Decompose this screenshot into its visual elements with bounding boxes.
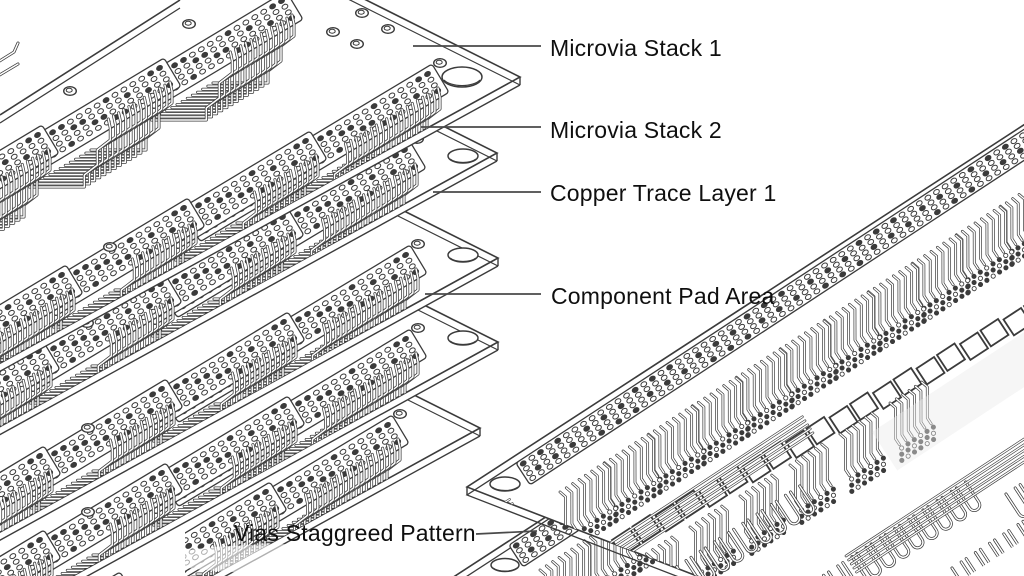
pcb-board-left [0,0,522,443]
washes [160,294,1024,574]
pcb-board-right-front [465,123,1024,576]
label-microvia-stack-1: Microvia Stack 1 [550,35,722,61]
label-vias-staggered-pattern: Vias Staggreed Pattern [234,520,476,546]
leader-vias-staggered-pattern [475,530,538,535]
label-component-pad-area: Component Pad Area [551,283,775,309]
label-microvia-stack-2: Microvia Stack 2 [550,117,722,143]
leader-lines [413,45,541,535]
label-copper-trace-layer-1: Copper Trace Layer 1 [550,180,777,206]
